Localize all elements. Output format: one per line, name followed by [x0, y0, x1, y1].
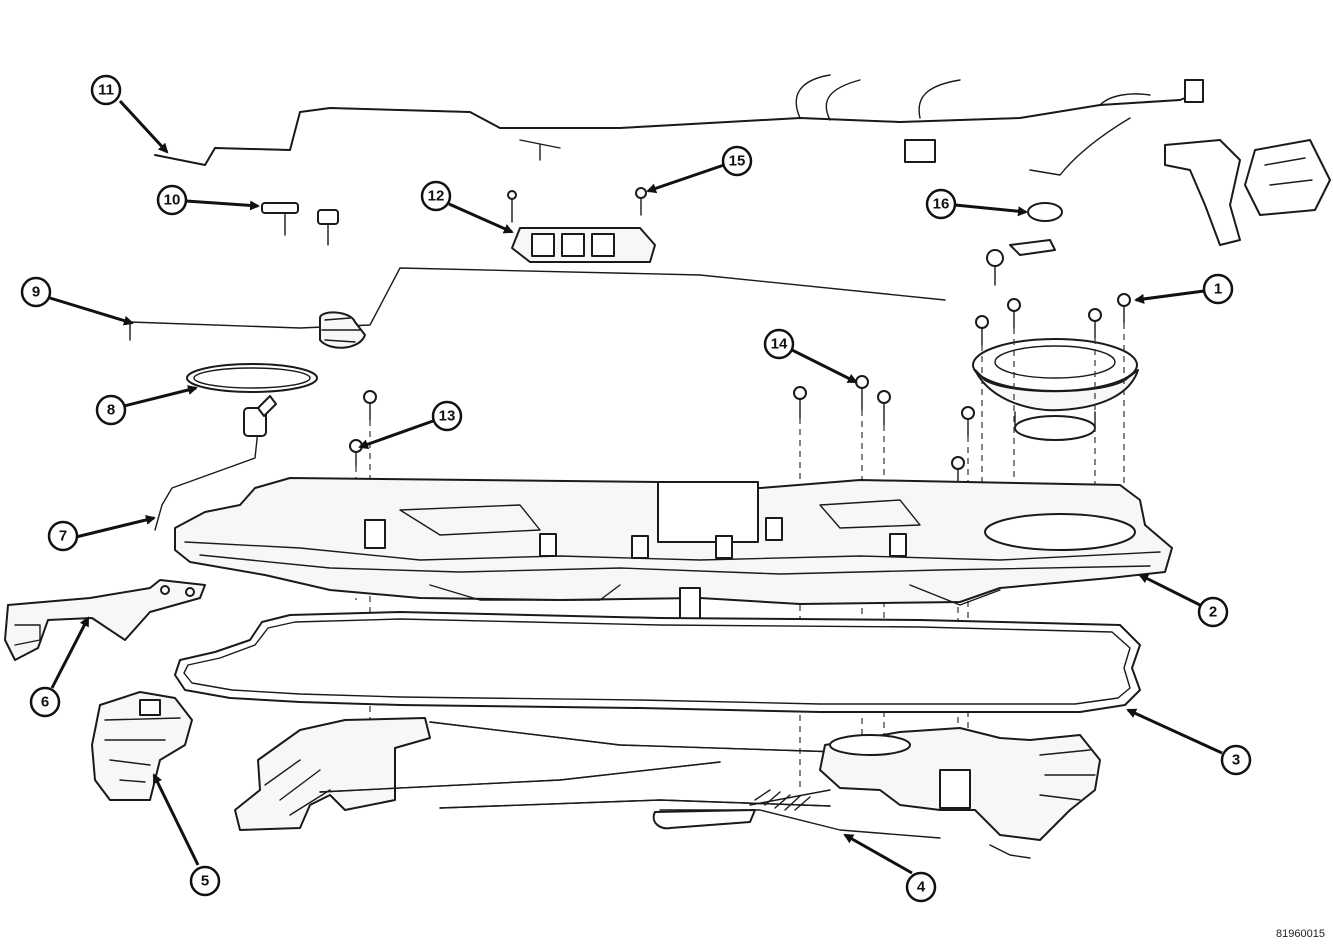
callout-8: 8: [95, 394, 127, 426]
callout-5-label: 5: [201, 873, 209, 890]
callout-4: 4: [905, 871, 937, 903]
callout-11-label: 11: [98, 82, 114, 99]
callout-1-label: 1: [1214, 281, 1222, 298]
control-module-part: [507, 190, 656, 263]
callout-2-label: 2: [1209, 604, 1217, 621]
callout-13: 13: [431, 400, 463, 432]
callout-7-label: 7: [59, 528, 67, 545]
callout-15-label: 15: [729, 153, 746, 170]
bracket-part: [4, 579, 206, 661]
carrier-plate-part: [174, 477, 1173, 638]
callout-1: 1: [1202, 273, 1234, 305]
callout-5: 5: [189, 865, 221, 897]
callout-12-label: 12: [428, 188, 445, 205]
mounting-screws: [349, 375, 975, 487]
callout-10: 10: [156, 184, 188, 216]
callout-14: 14: [763, 328, 795, 360]
callout-3-label: 3: [1232, 752, 1240, 769]
panel-seal-part: [174, 611, 1141, 713]
wiring-harness-part: [154, 74, 1331, 246]
callout-11: 11: [90, 74, 122, 106]
callout-7: 7: [47, 520, 79, 552]
callout-8-label: 8: [107, 402, 115, 419]
speaker-part: [972, 338, 1139, 441]
latch-actuator-part: [91, 691, 193, 801]
callout-14-label: 14: [771, 336, 788, 353]
screw-part: [635, 187, 647, 216]
speaker-screws: [975, 293, 1131, 346]
latch-mechanism-part: [234, 717, 1101, 859]
seal-ring-part: [186, 363, 318, 393]
retainer-clips-part: [261, 202, 339, 246]
callout-6: 6: [29, 686, 61, 718]
control-rod-part: [129, 267, 946, 349]
callout-16-label: 16: [933, 196, 950, 213]
grommet-part: [986, 202, 1063, 286]
callout-4-label: 4: [917, 879, 926, 896]
callout-3: 3: [1220, 744, 1252, 776]
callout-15: 15: [721, 145, 753, 177]
callout-16: 16: [925, 188, 957, 220]
callout-6-label: 6: [41, 694, 49, 711]
callout-10-label: 10: [164, 192, 181, 209]
callout-9: 9: [20, 276, 52, 308]
callout-12: 12: [420, 180, 452, 212]
callout-2: 2: [1197, 596, 1229, 628]
leader-lines: [49, 99, 1223, 875]
figure-id: 81960015: [1276, 928, 1325, 940]
callout-13-label: 13: [439, 408, 456, 425]
callout-9-label: 9: [32, 284, 40, 301]
link-rod-part: [154, 395, 277, 531]
